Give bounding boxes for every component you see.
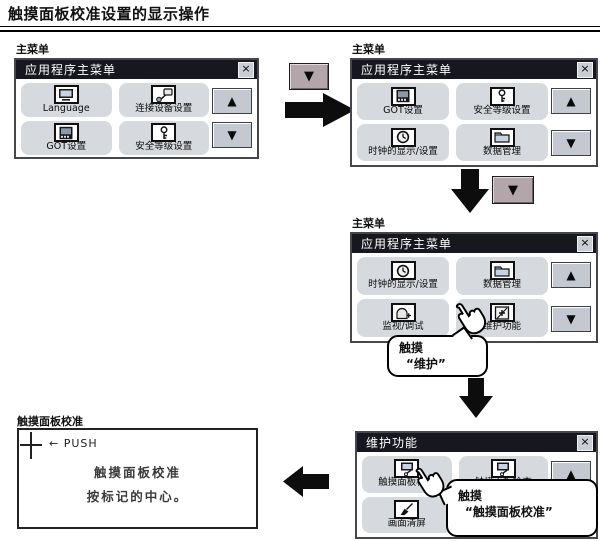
calibration-crosshair-icon[interactable] — [20, 444, 42, 446]
callout-touch-maintenance: 触摸 “维护” — [387, 326, 488, 377]
title-divider — [0, 26, 600, 32]
touch-check-icon — [490, 459, 516, 479]
menu-button-label: 数据管理 — [482, 279, 521, 291]
got-settings-icon — [53, 123, 79, 143]
menu-button-label: 安全等级设置 — [135, 141, 193, 153]
menu-button-language[interactable]: Language — [21, 83, 112, 117]
scroll-down-button[interactable]: ▼ — [551, 306, 591, 332]
panel-title: 应用程序主菜单 — [361, 62, 453, 77]
panel-title: 维护功能 — [366, 435, 419, 450]
panel-title: 应用程序主菜单 — [361, 236, 453, 251]
menu-button-label: GOT设置 — [46, 141, 87, 153]
callout-line: “维护” — [406, 356, 446, 371]
main-menu-label: 主菜单 — [16, 43, 49, 56]
menu-button-data-management[interactable]: 数据管理 — [456, 124, 548, 161]
panel-titlebar: 维护功能 × — [357, 433, 596, 452]
menu-button-label: 时钟的显示/设置 — [368, 145, 438, 157]
close-icon[interactable]: × — [577, 61, 593, 78]
clock-icon — [390, 127, 416, 147]
close-icon[interactable]: × — [577, 235, 593, 252]
menu-button-label: 时钟的显示/设置 — [368, 279, 438, 291]
menu-button-data-management[interactable]: 数据管理 — [456, 257, 548, 295]
calibration-message: 触摸面板校准 — [93, 465, 181, 480]
menu-button-label: 画面清屏 — [387, 517, 426, 529]
menu-button-screen-clean[interactable]: 画面清屏 — [362, 496, 452, 533]
scroll-down-nav-button[interactable]: ▼ — [289, 63, 329, 90]
menu-button-label: 安全等级设置 — [473, 104, 531, 116]
panel-body: 时钟的显示/设置 数据管理 监视/调试 维护功能 ▲ ▼ — [352, 253, 596, 341]
menu-button-label: 触摸面板校准 — [378, 477, 436, 489]
menu-button-connection-settings[interactable]: 连接设备设置 — [118, 83, 209, 117]
menu-button-label: GOT设置 — [383, 104, 423, 116]
scroll-up-button[interactable]: ▲ — [551, 88, 591, 114]
folder-icon — [489, 261, 515, 281]
menu-button-label: 维护功能 — [482, 321, 521, 333]
close-icon[interactable]: × — [238, 61, 254, 78]
hand-cursor-icon — [415, 467, 445, 498]
push-instruction: ← PUSH — [49, 437, 98, 450]
menu-button-label: 数据管理 — [482, 145, 521, 157]
app-main-menu-panel-page2: 应用程序主菜单 × GOT设置 安全等级设置 时钟的显示/设置 — [350, 58, 598, 167]
menu-button-security-level[interactable]: 安全等级设置 — [118, 121, 209, 155]
menu-button-label: 监视/调试 — [382, 321, 424, 333]
calibration-screen: ← PUSH 触摸面板校准 按标记的中心。 — [17, 428, 258, 529]
scroll-down-button[interactable]: ▼ — [551, 130, 591, 156]
callout-line: “触摸面板校准” — [465, 504, 553, 519]
scroll-down-button[interactable]: ▼ — [212, 122, 252, 148]
connection-device-icon — [151, 85, 177, 105]
app-main-menu-panel-page1: 应用程序主菜单 × Language 连接设备设置 GOT设置 — [14, 58, 259, 159]
calibration-screen-label: 触摸面板校准 — [17, 415, 83, 428]
screen-clean-icon — [394, 499, 420, 519]
security-key-icon — [151, 123, 177, 143]
got-settings-icon — [390, 86, 416, 106]
panel-titlebar: 应用程序主菜单 × — [16, 60, 257, 79]
folder-icon — [489, 127, 515, 147]
main-menu-label: 主菜单 — [352, 217, 385, 230]
panel-titlebar: 应用程序主菜单 × — [352, 234, 596, 253]
flow-arrow-down-icon — [459, 378, 493, 418]
flow-arrow-right-icon — [285, 93, 355, 127]
main-menu-label: 主菜单 — [352, 43, 385, 56]
callout-line: 触摸 — [458, 489, 483, 503]
menu-button-got-settings[interactable]: GOT设置 — [357, 83, 449, 120]
scroll-up-button[interactable]: ▲ — [551, 262, 591, 288]
maintenance-icon — [489, 303, 515, 323]
menu-button-monitor-debug[interactable]: 监视/调试 — [357, 299, 449, 337]
menu-button-clock-settings[interactable]: 时钟的显示/设置 — [357, 124, 449, 161]
menu-button-clock-settings[interactable]: 时钟的显示/设置 — [357, 257, 449, 295]
hand-cursor-icon — [455, 303, 487, 335]
scroll-down-nav-button[interactable]: ▼ — [492, 176, 534, 204]
page-title: 触摸面板校准设置的显示操作 — [8, 5, 210, 23]
panel-title: 应用程序主菜单 — [25, 62, 117, 77]
monitor-debug-icon — [390, 303, 416, 323]
flow-arrow-down-icon — [451, 169, 489, 213]
callout-line: 触摸 — [399, 341, 424, 355]
scroll-up-button[interactable]: ▲ — [212, 88, 252, 114]
panel-body: GOT设置 安全等级设置 时钟的显示/设置 数据管理 ▲ — [352, 79, 596, 165]
menu-button-label: 连接设备设置 — [135, 103, 193, 115]
security-key-icon — [489, 86, 515, 106]
menu-button-got-settings[interactable]: GOT设置 — [21, 121, 112, 155]
menu-button-security-level[interactable]: 安全等级设置 — [456, 83, 548, 120]
panel-titlebar: 应用程序主菜单 × — [352, 60, 596, 79]
app-main-menu-panel-page3: 应用程序主菜单 × 时钟的显示/设置 数据管理 监视/调试 — [350, 232, 598, 343]
clock-icon — [390, 261, 416, 281]
language-monitor-icon — [53, 85, 79, 105]
menu-button-label: Language — [42, 103, 90, 115]
calibration-message: 按标记的中心。 — [86, 489, 189, 504]
callout-touch-calibration: 触摸 “触摸面板校准” — [437, 479, 598, 537]
flow-arrow-left-icon — [283, 466, 329, 497]
close-icon[interactable]: × — [577, 434, 593, 451]
panel-body: Language 连接设备设置 GOT设置 安全等级设置 ▲ — [16, 79, 257, 157]
